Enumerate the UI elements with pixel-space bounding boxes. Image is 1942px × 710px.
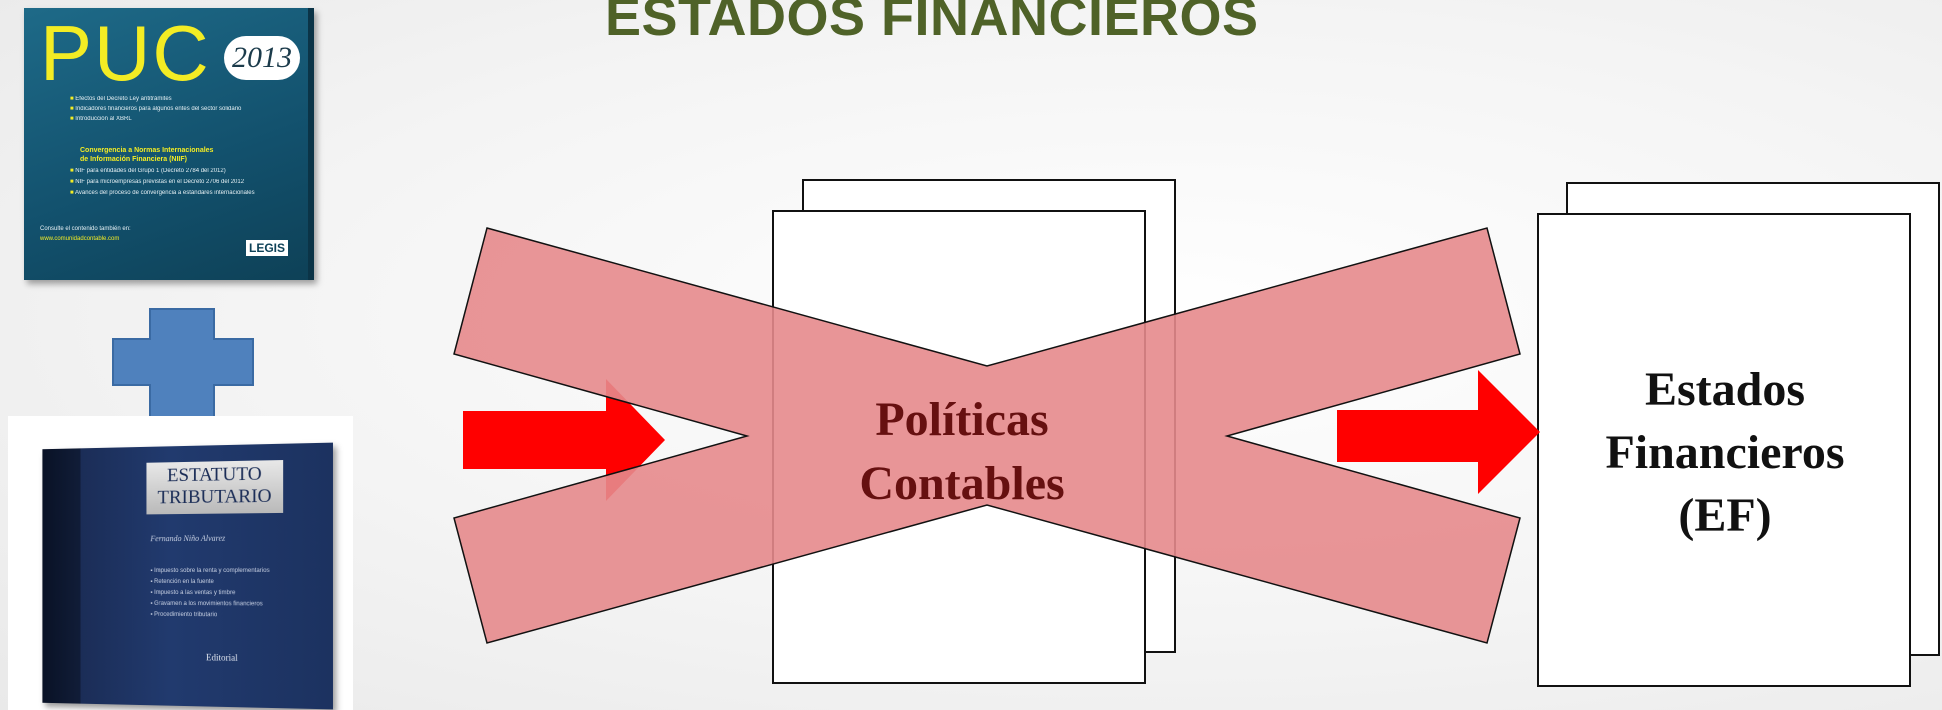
policies-label-line: Políticas [782,388,1142,452]
statements-label-line: (EF) [1536,484,1914,547]
statements-label-line: Financieros [1536,421,1914,484]
statements-label: Estados Financieros (EF) [1536,358,1914,547]
policies-label-line: Contables [782,452,1142,516]
statements-label-line: Estados [1536,358,1914,421]
policies-label: Políticas Contables [782,388,1142,516]
